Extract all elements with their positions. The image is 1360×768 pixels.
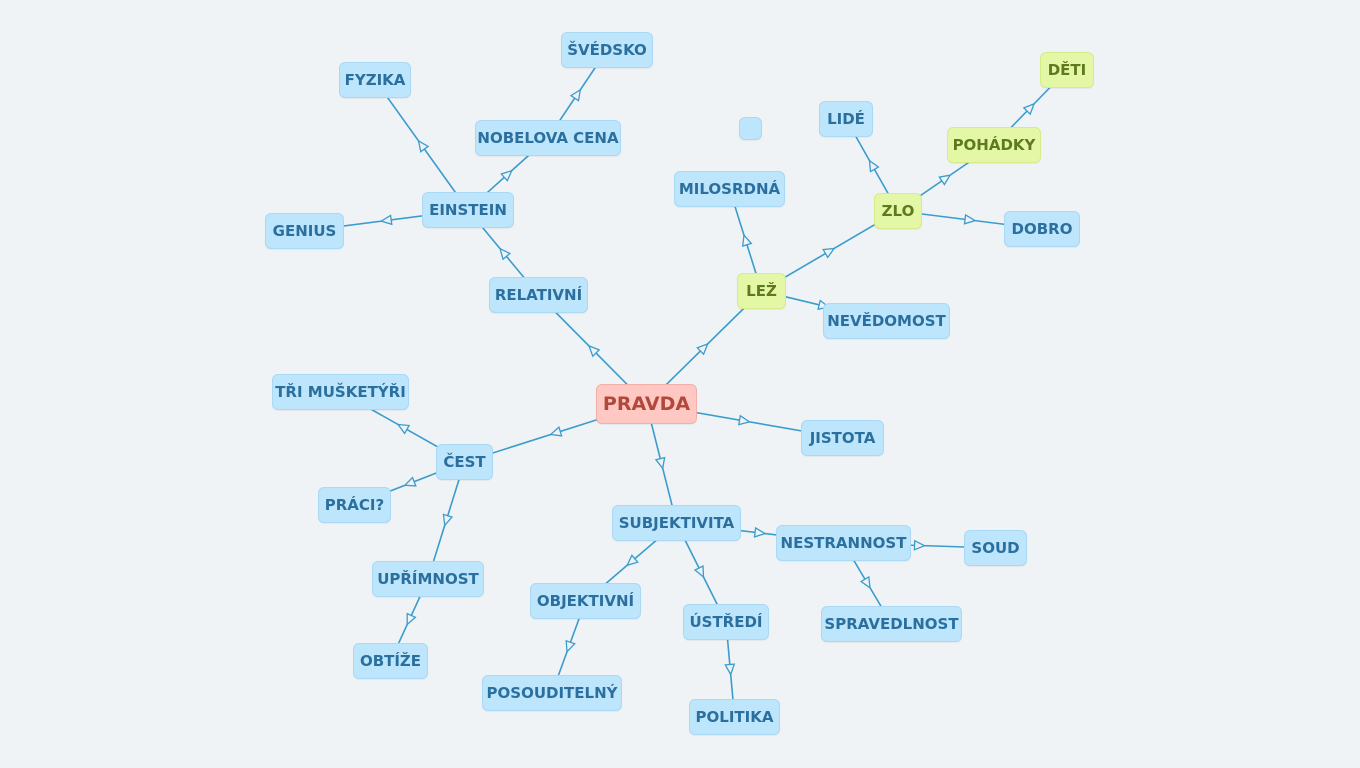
node-lez[interactable]: LEŽ [737,273,786,309]
arrowhead-relativni-einstein [499,247,512,261]
node-einstein[interactable]: EINSTEIN [422,192,514,228]
arrowhead-nestrannost-spravedlnost [859,575,871,590]
arrowhead-subjektivita-nestrannost [753,526,767,538]
arrowhead-cest-praci [403,476,417,487]
node-ustredi[interactable]: ÚSTŘEDÍ [683,604,769,640]
node-lide[interactable]: LIDÉ [819,101,873,137]
node-uprimnost[interactable]: UPŘÍMNOST [372,561,484,597]
node-nobelova[interactable]: NOBELOVA CENA [475,120,621,156]
node-obtize[interactable]: OBTÍŽE [353,643,428,679]
node-praci[interactable]: PRÁCI? [318,487,391,523]
node-pohadky[interactable]: POHÁDKY [947,127,1041,163]
arrowhead-einstein-nobelova [500,169,513,182]
arrowhead-pravda-jistota [737,414,751,426]
arrowhead-objektivni-posouditelny [565,639,576,654]
arrowhead-einstein-genius [379,214,393,226]
node-cest[interactable]: ČEST [436,444,493,480]
arrowhead-subjektivita-ustredi [693,564,705,579]
arrowhead-cest-uprimnost [442,513,454,527]
node-fyzika[interactable]: FYZIKA [339,62,411,98]
node-empty[interactable] [739,117,762,140]
node-milosrdna[interactable]: MILOSRDNÁ [674,171,785,207]
arrowhead-nestrannost-soud [913,539,927,551]
node-posouditelny[interactable]: POSOUDITELNÝ [482,675,622,711]
node-svedsko[interactable]: ŠVÉDSKO [561,32,653,68]
arrowhead-zlo-dobro [963,213,977,225]
node-zlo[interactable]: ZLO [874,193,922,229]
node-relativni[interactable]: RELATIVNÍ [489,277,588,313]
arrowhead-pohadky-deti [1022,102,1036,116]
node-deti[interactable]: DĚTI [1040,52,1094,88]
arrowhead-zlo-pohadky [938,174,952,186]
arrowhead-einstein-fyzika [417,139,430,153]
node-objektivni[interactable]: OBJEKTIVNÍ [530,583,641,619]
node-politika[interactable]: POLITIKA [689,699,780,735]
node-jistota[interactable]: JISTOTA [801,420,884,456]
arrowhead-pravda-relativni [587,344,601,358]
node-tri[interactable]: TŘI MUŠKETÝŘI [272,374,409,410]
arrowhead-lez-milosrdna [741,233,753,248]
arrowhead-pravda-lez [696,342,709,356]
node-genius[interactable]: GENIUS [265,213,344,249]
node-soud[interactable]: SOUD [964,530,1027,566]
arrowhead-cest-tri [396,423,411,435]
arrowhead-pravda-subjektivita [654,456,666,470]
node-subjektivita[interactable]: SUBJEKTIVITA [612,505,741,541]
arrowhead-zlo-lide [868,159,880,173]
arrowhead-lez-zlo [822,247,836,259]
node-pravda[interactable]: PRAVDA [596,384,697,424]
arrowhead-nobelova-svedsko [569,88,582,102]
arrowhead-subjektivita-objektivni [625,554,639,567]
arrowhead-uprimnost-obtize [406,612,417,626]
node-nevedomost[interactable]: NEVĚDOMOST [823,303,950,339]
node-nestrannost[interactable]: NESTRANNOST [776,525,911,561]
node-dobro[interactable]: DOBRO [1004,211,1080,247]
arrowhead-pravda-cest [549,426,563,437]
arrowhead-ustredi-politika [724,663,736,677]
node-spravedlnost[interactable]: SPRAVEDLNOST [821,606,962,642]
